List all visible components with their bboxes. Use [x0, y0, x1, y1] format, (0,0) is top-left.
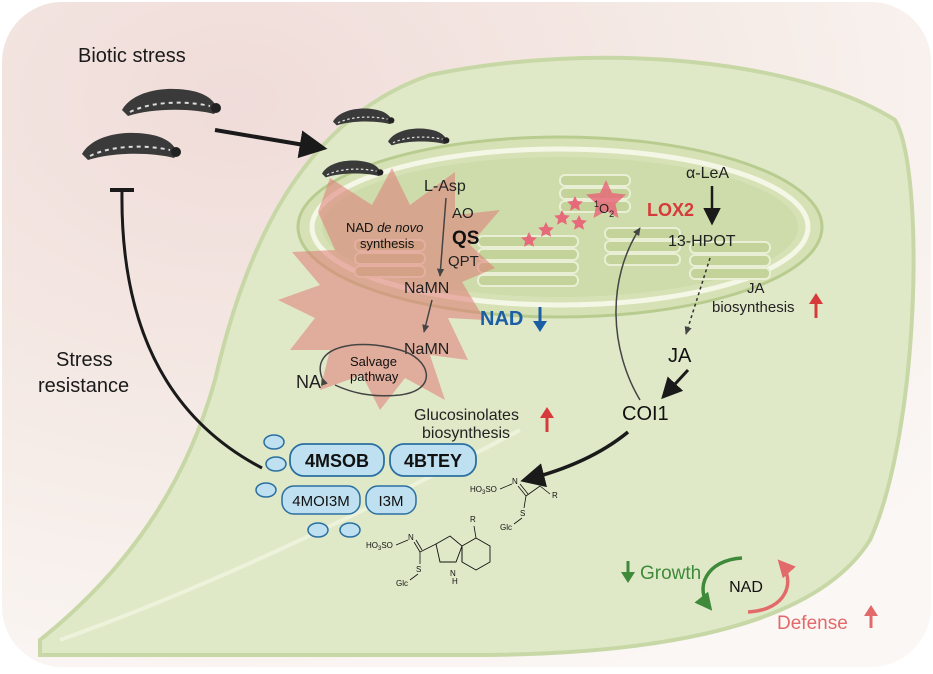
- salvage-label-2: pathway: [350, 369, 399, 384]
- caterpillar-icon: [82, 132, 181, 160]
- attack-arrow: [214, 128, 328, 159]
- ja-biosynthesis-label-2: biosynthesis: [712, 299, 795, 316]
- nad-de-novo-label: NAD de novo: [346, 220, 423, 235]
- ja-arrow: [661, 368, 690, 400]
- ja-label: JA: [668, 345, 692, 367]
- aliphatic-glucosinolate-structure: HO3SO N R S Glc: [470, 477, 558, 532]
- svg-text:HO3SO: HO3SO: [366, 541, 393, 552]
- namn-label-2: NaMN: [404, 341, 449, 358]
- stress-resistance-label-1: Stress: [56, 349, 113, 371]
- svg-text:Glc: Glc: [396, 579, 408, 588]
- caterpillar-icon: [333, 108, 395, 126]
- glucosinolate-label-4moi3m: 4MOI3M: [292, 493, 350, 510]
- caterpillar-icon: [122, 88, 221, 116]
- up-arrow-icon: [540, 407, 554, 432]
- glucosinolate-box-4btey: 4BTEY: [389, 443, 477, 477]
- growth-label: Growth: [640, 563, 701, 584]
- salvage-label-1: Salvage: [350, 354, 397, 369]
- glucosinolates-label-2: biosynthesis: [422, 425, 510, 442]
- caterpillar-icon: [322, 160, 384, 178]
- qs-label: QS: [452, 228, 479, 249]
- ja-biosynthesis-label-1: JA: [747, 280, 765, 297]
- coi1-to-glucosinolate-arrow: [520, 430, 630, 488]
- svg-text:S: S: [416, 565, 421, 574]
- down-arrow-icon: [533, 307, 547, 332]
- chloroplast-envelope: [309, 146, 811, 308]
- svg-text:R: R: [552, 491, 558, 500]
- inhibit-arrow-icon: [120, 189, 263, 470]
- synthesis-label: synthesis: [360, 236, 415, 251]
- grana-stack-5: [689, 241, 771, 280]
- caterpillar-icon: [388, 128, 450, 146]
- glucosinolate-box-i3m: I3M: [365, 485, 417, 515]
- growth-cycle-arrow: [694, 556, 743, 611]
- hpot-label: 13-HPOT: [668, 233, 736, 250]
- svg-text:N: N: [408, 533, 414, 542]
- namn-label-1: NaMN: [404, 280, 449, 297]
- nad-down-label: NAD: [480, 308, 523, 330]
- svg-text:Glc: Glc: [500, 523, 512, 532]
- svg-text:N: N: [450, 569, 456, 578]
- hpot-arrow: [684, 257, 711, 335]
- glucosinolate-box-4msob: 4MSOB: [289, 443, 385, 477]
- up-arrow-icon: [864, 605, 878, 628]
- alpha-lea-label: α-LeA: [686, 165, 729, 182]
- stress-resistance-label-2: resistance: [38, 375, 129, 397]
- indole-glucosinolate-structure: HO3SO N S Glc R N H: [366, 515, 491, 588]
- qpt-label: QPT: [448, 253, 479, 270]
- coi1-label: COI1: [622, 403, 669, 425]
- glucosinolate-box-4moi3m: 4MOI3M: [281, 485, 361, 515]
- coi1-to-lox2-arrow: [615, 227, 641, 401]
- svg-text:R: R: [470, 515, 476, 524]
- glucosinolate-label-4btey: 4BTEY: [404, 451, 462, 471]
- namn-arrow: [422, 299, 433, 333]
- svg-text:N: N: [512, 477, 518, 486]
- biotic-stress-label: Biotic stress: [78, 45, 186, 67]
- glucosinolates-label-1: Glucosinolates: [414, 407, 519, 424]
- legend-nad-label: NAD: [729, 579, 763, 596]
- glucosinolate-label-4msob: 4MSOB: [305, 451, 369, 471]
- defense-cycle-arrow: [747, 559, 796, 614]
- salvage-cycle: [319, 343, 428, 397]
- glucosinolate-label-i3m: I3M: [378, 493, 403, 510]
- de-novo-arrow: [436, 197, 447, 277]
- svg-text:HO3SO: HO3SO: [470, 485, 497, 496]
- singlet-oxygen-label: 1O2: [594, 199, 614, 219]
- vesicles: [255, 434, 361, 538]
- l-asp-label: L-Asp: [424, 178, 466, 195]
- svg-text:H: H: [452, 577, 458, 586]
- na-label: NA: [296, 372, 321, 392]
- defense-label: Defense: [777, 613, 848, 634]
- ao-label: AO: [452, 205, 474, 222]
- down-arrow-icon: [621, 561, 635, 583]
- svg-text:S: S: [520, 509, 525, 518]
- up-arrow-icon: [809, 293, 823, 318]
- star-icon: [521, 180, 626, 247]
- lox2-label: LOX2: [647, 200, 694, 220]
